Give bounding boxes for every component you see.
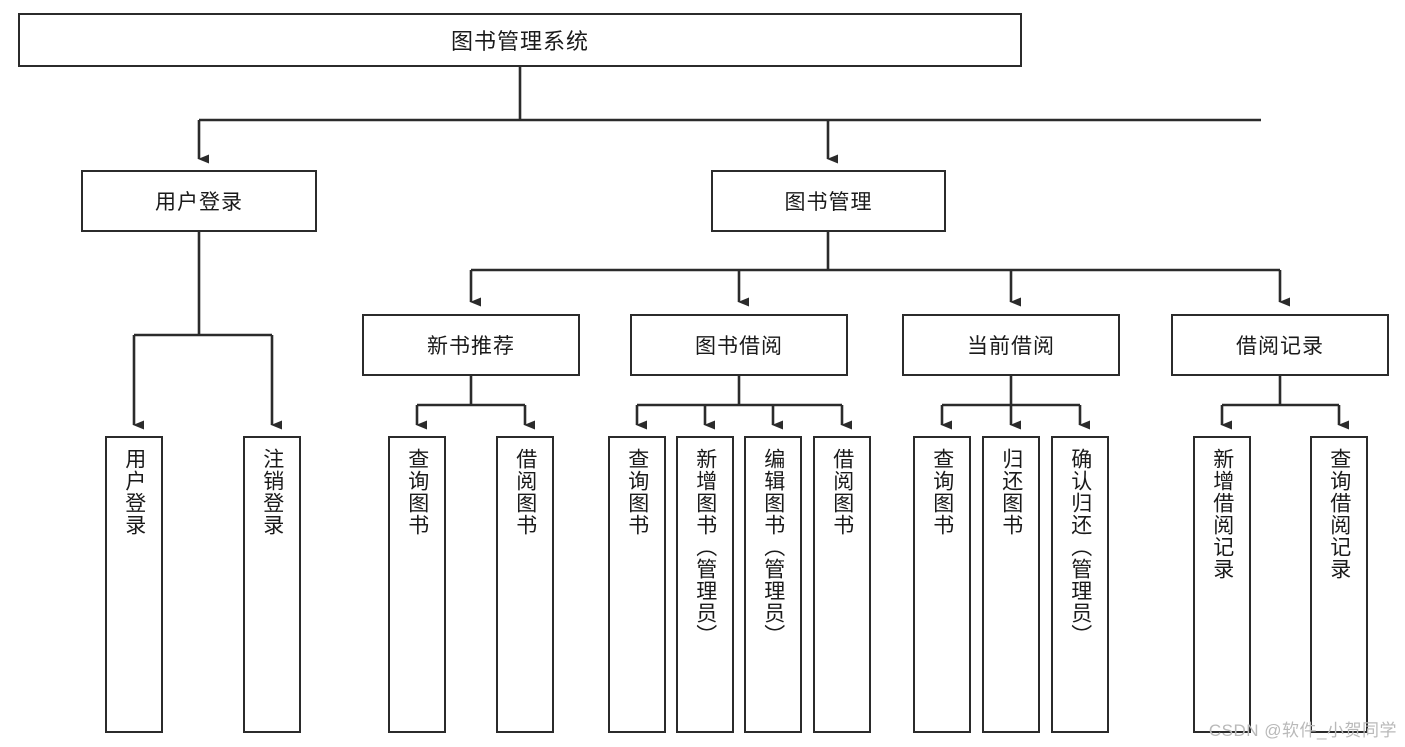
leaf-current-confirm-return[interactable]: 确认归还（管理员）	[1051, 436, 1109, 733]
node-borrow-record[interactable]: 借阅记录	[1171, 314, 1389, 376]
leaf-current-return-book[interactable]: 归还图书	[982, 436, 1040, 733]
node-book-management[interactable]: 图书管理	[711, 170, 946, 232]
leaf-borrow-borrow-book[interactable]: 借阅图书	[813, 436, 871, 733]
leaf-record-query[interactable]: 查询借阅记录	[1310, 436, 1368, 733]
leaf-record-add[interactable]: 新增借阅记录	[1193, 436, 1251, 733]
node-new-book-recommend[interactable]: 新书推荐	[362, 314, 580, 376]
leaf-borrow-add-book[interactable]: 新增图书（管理员）	[676, 436, 734, 733]
node-root[interactable]: 图书管理系统	[18, 13, 1022, 67]
leaf-new-book-query[interactable]: 查询图书	[388, 436, 446, 733]
leaf-user-login-signout[interactable]: 注销登录	[243, 436, 301, 733]
leaf-new-book-borrow[interactable]: 借阅图书	[496, 436, 554, 733]
leaf-borrow-query-book[interactable]: 查询图书	[608, 436, 666, 733]
leaf-borrow-edit-book[interactable]: 编辑图书（管理员）	[744, 436, 802, 733]
leaf-current-query-book[interactable]: 查询图书	[913, 436, 971, 733]
node-user-login[interactable]: 用户登录	[81, 170, 317, 232]
watermark: CSDN @软件_小贺同学	[1208, 721, 1397, 740]
node-current-borrow[interactable]: 当前借阅	[902, 314, 1120, 376]
leaf-user-login-signin[interactable]: 用户登录	[105, 436, 163, 733]
node-book-borrow[interactable]: 图书借阅	[630, 314, 848, 376]
